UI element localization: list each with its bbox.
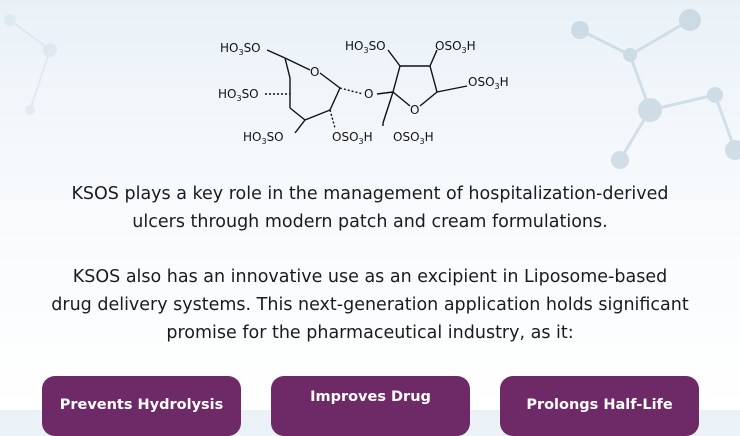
background-molecule-graphic: [571, 9, 740, 169]
label-right: OSO3H: [468, 75, 509, 91]
background-molecule-left-graphic: [4, 14, 57, 115]
benefit-card-improves-drug: Improves Drug: [271, 376, 470, 436]
liposome-paragraph: KSOS also has an innovative use as an ex…: [0, 263, 740, 347]
liposome-line-3: promise for the pharmaceutical industry,…: [166, 323, 574, 343]
intro-line-2: ulcers through modern patch and cream fo…: [132, 212, 608, 232]
liposome-line-1: KSOS also has an innovative use as an ex…: [72, 267, 668, 287]
label-top-right-a: HO3SO: [345, 39, 386, 55]
label-bottom-left: HO3SO: [243, 130, 284, 146]
label-ring-oxygen-2: O: [410, 103, 419, 117]
label-ring-oxygen-1: O: [310, 65, 319, 79]
benefit-label: Prolongs Half-Life: [526, 397, 673, 413]
benefit-card-prolongs-half-life: Prolongs Half-Life: [500, 376, 699, 436]
benefit-label: Improves Drug: [310, 389, 431, 405]
label-top-left: HO3SO: [220, 41, 261, 57]
label-bridge-oxygen: O: [364, 87, 373, 101]
intro-paragraph: KSOS plays a key role in the management …: [0, 180, 740, 236]
ksos-chemical-structure: HO3SO HO3SO HO3SO OSO3H OSO3H O O O HO3S…: [218, 39, 509, 146]
label-bottom-right: OSO3H: [393, 130, 434, 146]
label-bottom-mid: OSO3H: [332, 130, 373, 146]
label-mid-left: HO3SO: [218, 87, 259, 103]
benefit-label: Prevents Hydrolysis: [59, 397, 224, 413]
intro-line-1: KSOS plays a key role in the management …: [71, 184, 669, 204]
liposome-line-2: drug delivery systems. This next-generat…: [51, 295, 689, 315]
label-top-right-b: OSO3H: [435, 39, 476, 55]
benefit-card-prevents-hydrolysis: Prevents Hydrolysis: [42, 376, 241, 436]
